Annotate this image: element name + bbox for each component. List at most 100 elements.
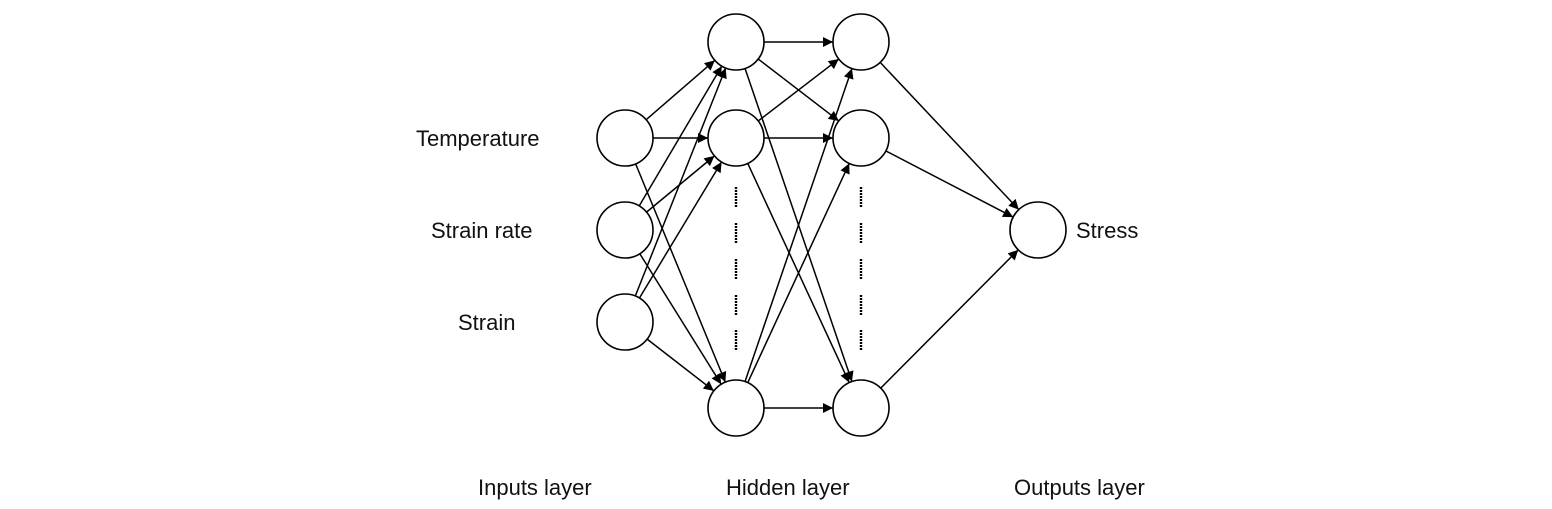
connection-edges xyxy=(634,37,1020,413)
ellipsis-dot xyxy=(859,330,863,332)
hidden-ellipsis-dots xyxy=(734,187,863,350)
node-out1 xyxy=(1009,201,1067,259)
edge-in1-to-h1a xyxy=(645,59,716,121)
edge-h2b-to-out1 xyxy=(885,150,1014,218)
ellipsis-dot xyxy=(734,268,738,270)
ellipsis-dot xyxy=(859,304,863,306)
ellipsis-dot xyxy=(859,259,863,261)
ellipsis-dot xyxy=(734,339,738,341)
edge-h2n-to-out1 xyxy=(880,249,1019,389)
input-label-temperature: Temperature xyxy=(416,126,540,151)
ellipsis-dot xyxy=(859,223,863,225)
node-h1b xyxy=(707,109,765,167)
ellipsis-dot xyxy=(734,202,738,204)
ellipsis-dot xyxy=(734,199,738,201)
neuron-nodes xyxy=(596,13,1067,437)
caption-hidden-layer: Hidden layer xyxy=(726,475,850,500)
edge-in1-to-h1n xyxy=(634,163,727,383)
ellipsis-dot xyxy=(859,274,863,276)
node-in2 xyxy=(596,201,654,259)
ellipsis-dot xyxy=(859,229,863,231)
ellipsis-dot xyxy=(734,313,738,315)
ellipsis-dot xyxy=(734,310,738,312)
ellipsis-dot xyxy=(734,259,738,261)
ellipsis-dot xyxy=(859,310,863,312)
node-h2n xyxy=(832,379,890,437)
ellipsis-dot xyxy=(859,238,863,240)
ellipsis-dot xyxy=(734,277,738,279)
ellipsis-dot xyxy=(859,205,863,207)
ellipsis-dot xyxy=(734,226,738,228)
ellipsis-dot xyxy=(734,190,738,192)
ellipsis-dot xyxy=(859,241,863,243)
ellipsis-dot xyxy=(859,336,863,338)
ellipsis-dot xyxy=(734,345,738,347)
edge-h1n-to-h2b xyxy=(747,163,850,383)
ellipsis-dot xyxy=(859,348,863,350)
ellipsis-dot xyxy=(734,333,738,335)
ellipsis-dot xyxy=(859,190,863,192)
ellipsis-dot xyxy=(734,304,738,306)
edge-in3-to-h1b xyxy=(638,161,723,299)
ellipsis-dot xyxy=(859,333,863,335)
node-h2a xyxy=(832,13,890,71)
ellipsis-dot xyxy=(734,307,738,309)
ellipsis-dot xyxy=(734,301,738,303)
ellipsis-dot xyxy=(859,268,863,270)
ellipsis-dot xyxy=(734,223,738,225)
ellipsis-dot xyxy=(859,187,863,189)
ellipsis-dot xyxy=(859,277,863,279)
ellipsis-dot xyxy=(734,271,738,273)
ellipsis-dot xyxy=(734,193,738,195)
input-label-strain: Strain xyxy=(458,310,515,335)
ellipsis-dot xyxy=(734,295,738,297)
ellipsis-dot xyxy=(859,199,863,201)
edge-in2-to-h1a xyxy=(638,65,723,207)
ellipsis-dot xyxy=(859,262,863,264)
ellipsis-dot xyxy=(859,196,863,198)
ellipsis-dot xyxy=(734,330,738,332)
edge-in3-to-h1a xyxy=(634,67,727,297)
ellipsis-dot xyxy=(859,271,863,273)
ellipsis-dot xyxy=(734,336,738,338)
edge-h1n-to-h2a xyxy=(744,68,854,382)
edge-h1b-to-h2a xyxy=(757,58,840,122)
ellipsis-dot xyxy=(859,295,863,297)
ellipsis-dot xyxy=(734,229,738,231)
ellipsis-dot xyxy=(859,339,863,341)
ellipsis-dot xyxy=(734,298,738,300)
ellipsis-dot xyxy=(859,298,863,300)
ellipsis-dot xyxy=(734,342,738,344)
edge-h2a-to-out1 xyxy=(879,61,1020,211)
ellipsis-dot xyxy=(734,241,738,243)
ellipsis-dot xyxy=(859,232,863,234)
ellipsis-dot xyxy=(859,307,863,309)
ellipsis-dot xyxy=(734,274,738,276)
caption-inputs-layer: Inputs layer xyxy=(478,475,592,500)
node-h1n xyxy=(707,379,765,437)
ellipsis-dot xyxy=(734,235,738,237)
edge-in3-to-h1n xyxy=(646,338,715,392)
ellipsis-dot xyxy=(859,301,863,303)
ellipsis-dot xyxy=(734,348,738,350)
ellipsis-dot xyxy=(859,202,863,204)
ellipsis-dot xyxy=(859,235,863,237)
output-label-stress: Stress xyxy=(1076,218,1138,243)
node-h2b xyxy=(832,109,890,167)
ellipsis-dot xyxy=(859,345,863,347)
node-in1 xyxy=(596,109,654,167)
ellipsis-dot xyxy=(734,187,738,189)
node-in3 xyxy=(596,293,654,351)
ellipsis-dot xyxy=(734,205,738,207)
ellipsis-dot xyxy=(859,342,863,344)
ellipsis-dot xyxy=(734,232,738,234)
ellipsis-dot xyxy=(734,262,738,264)
ellipsis-dot xyxy=(734,196,738,198)
ellipsis-dot xyxy=(859,226,863,228)
ellipsis-dot xyxy=(734,238,738,240)
ellipsis-dot xyxy=(859,193,863,195)
ellipsis-dot xyxy=(734,265,738,267)
ellipsis-dot xyxy=(859,265,863,267)
input-label-strain-rate: Strain rate xyxy=(431,218,533,243)
